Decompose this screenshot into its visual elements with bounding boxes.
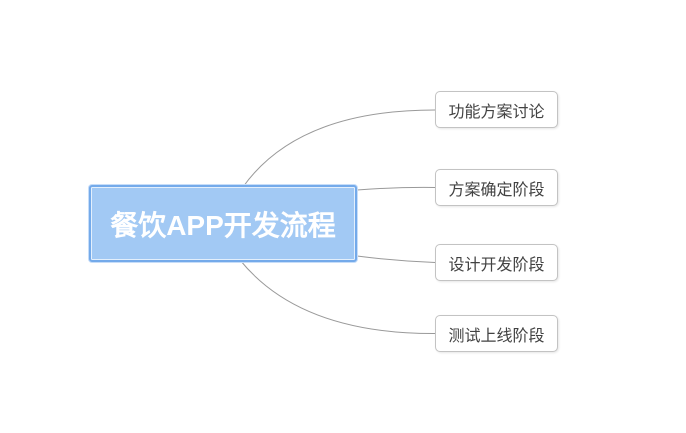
child-node-plan-confirmation[interactable]: 方案确定阶段 (435, 169, 558, 206)
child-node-label: 功能方案讨论 (448, 103, 545, 121)
child-node-label: 测试上线阶段 (448, 327, 545, 345)
root-node[interactable]: 餐饮APP开发流程 (89, 185, 357, 262)
child-node-label: 设计开发阶段 (448, 256, 545, 274)
child-node-label: 方案确定阶段 (448, 181, 545, 199)
child-node-function-discussion[interactable]: 功能方案讨论 (435, 91, 558, 128)
child-node-test-launch[interactable]: 测试上线阶段 (435, 315, 558, 352)
connector-curve (356, 255, 436, 263)
connector-curve (242, 109, 436, 188)
connector-curve (239, 259, 436, 335)
child-node-design-development[interactable]: 设计开发阶段 (435, 244, 558, 281)
connector-curve (356, 186, 436, 191)
root-node-label: 餐饮APP开发流程 (110, 209, 336, 241)
